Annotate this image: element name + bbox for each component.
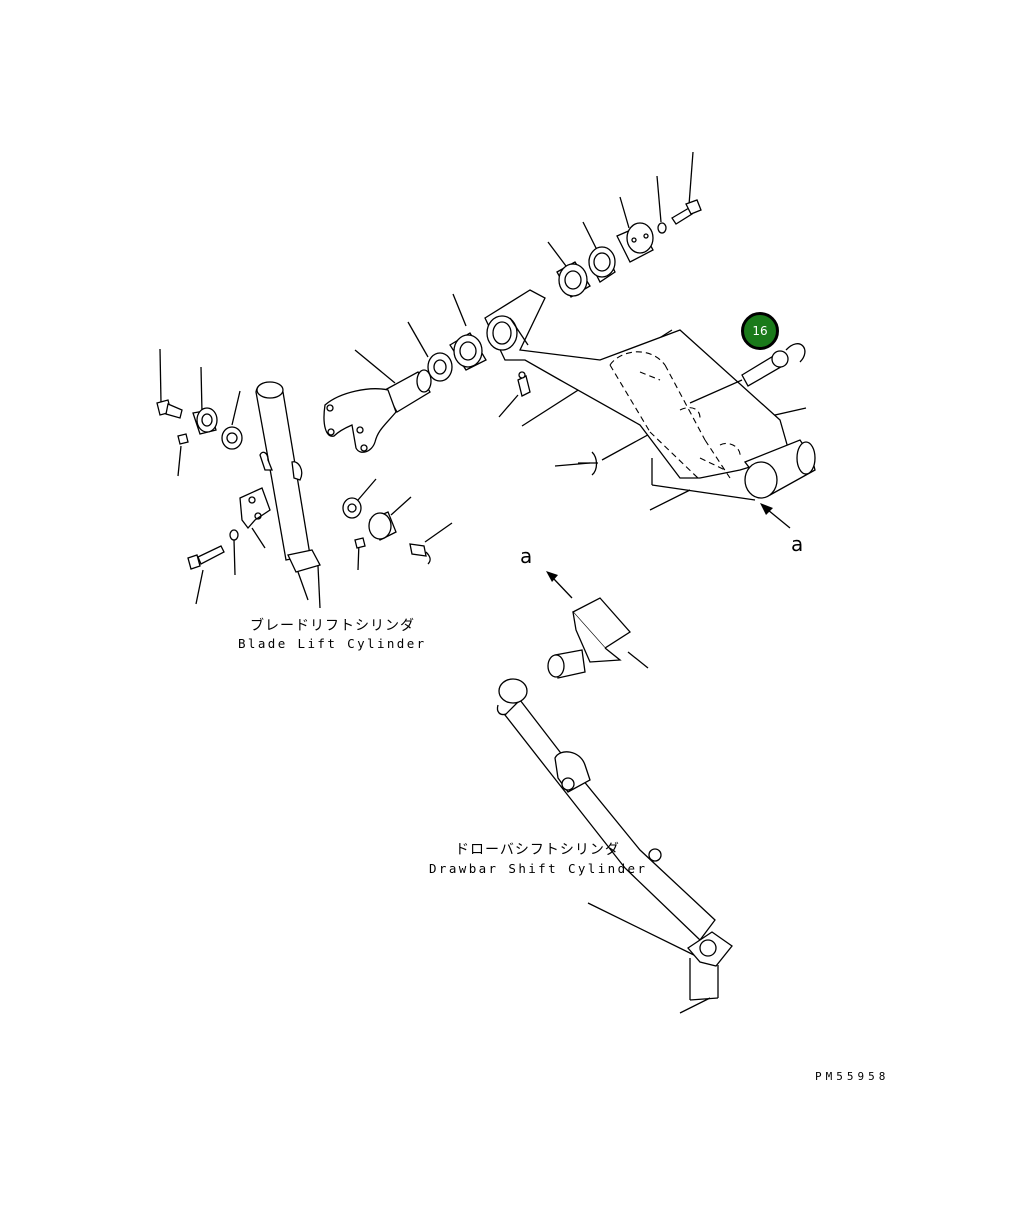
bushing-top <box>556 261 591 298</box>
bolt-left <box>156 399 183 419</box>
clamp-block <box>239 487 271 530</box>
ref-a-right: a <box>791 532 804 556</box>
drawbar-shift-label-jp: ドローバシフトシリンダ <box>455 842 620 858</box>
arrow-a-right <box>760 503 791 529</box>
nut-left <box>177 433 189 445</box>
lift-arm <box>484 289 816 499</box>
bearing-left <box>221 426 243 450</box>
pin-16 <box>689 343 806 404</box>
plate-round <box>616 222 654 263</box>
bracket-ball <box>547 597 631 679</box>
bolt-top <box>671 199 702 225</box>
drawbar-shift-label-en: Drawbar Shift Cylinder <box>429 861 648 876</box>
washer-lower-left <box>229 529 239 541</box>
drawing-code: PM55958 <box>815 1070 890 1083</box>
blade-lift-label-jp: ブレードリフトシリンダ <box>250 618 415 634</box>
bearing-gear <box>588 246 616 283</box>
bearing-mid <box>427 352 453 382</box>
arrow-a-middle <box>546 571 573 599</box>
callout-number: 16 <box>752 324 768 338</box>
yoke <box>323 388 397 453</box>
nut-middle <box>354 537 366 549</box>
yoke-shaft <box>384 369 432 413</box>
drawbar-shift-cylinder <box>496 678 733 1001</box>
leader-lines <box>159 151 813 1014</box>
callout-badge-16[interactable]: 16 <box>741 312 779 350</box>
bushing-mid <box>449 332 487 371</box>
washer-middle <box>342 497 362 519</box>
blade-lift-cylinder <box>255 381 321 609</box>
cotter-pin <box>578 451 598 476</box>
grease-fitting-middle <box>409 543 431 565</box>
washer-small-top <box>657 222 667 234</box>
bushing-left <box>192 407 218 435</box>
grease-fitting <box>517 371 531 397</box>
ref-a-middle: a <box>520 544 533 568</box>
bolt-lower-left <box>187 545 225 570</box>
bushing-middle <box>368 511 397 541</box>
blade-lift-label-en: Blade Lift Cylinder <box>238 636 427 651</box>
